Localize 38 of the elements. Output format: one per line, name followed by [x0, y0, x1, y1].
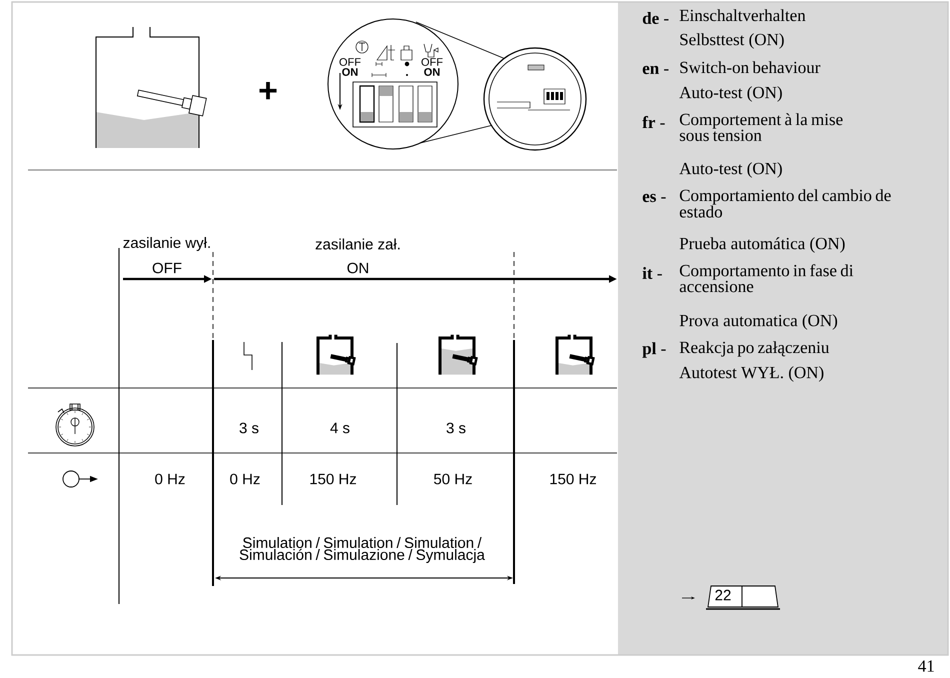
language-code: de -: [642, 12, 668, 24]
language-text: Auto-test (ON): [679, 162, 782, 178]
duration-label: 4 s: [330, 422, 350, 434]
plus-sign: +: [260, 82, 277, 100]
power-state-label: OFF: [152, 262, 182, 274]
language-code: es -: [642, 194, 666, 202]
language-code: en -: [642, 66, 668, 74]
switch-label: ON: [342, 68, 358, 76]
duration-label: 3 s: [446, 422, 466, 434]
language-text: Prueba automática (ON): [680, 237, 845, 253]
language-text: Einschaltverhalten: [680, 9, 806, 22]
language-text: Selbsttest (ON): [680, 33, 784, 49]
language-text: Switch-on behaviour: [680, 61, 820, 74]
power-state-label: ON: [347, 262, 368, 274]
language-text: Prova automatica (ON): [680, 314, 838, 330]
duration-label: 3 s: [240, 422, 258, 434]
language-text: Auto-test (ON): [679, 86, 782, 102]
language-code: fr -: [642, 116, 665, 128]
language-text: Autotest WYŁ. (ON): [679, 366, 824, 382]
language-text: Comportamiento del cambio de estado: [680, 189, 891, 218]
frequency-label: 0 Hz: [230, 474, 260, 484]
frequency-label: 0 Hz: [155, 474, 185, 484]
language-text: Reakcja po załączeniu: [680, 341, 830, 357]
switch-label: OFF: [422, 58, 443, 66]
language-code: it -: [642, 267, 662, 279]
frequency-label: 150 Hz: [310, 474, 356, 484]
frequency-label: 50 Hz: [434, 474, 472, 484]
language-text: Comportement à la mise sous tension: [680, 113, 843, 142]
switch-label: OFF: [340, 58, 361, 66]
simulation-label: Simulation / Simulation / Simulation / Simulación / Simulazione / Symulacja: [240, 537, 485, 563]
page-number: 41: [918, 660, 934, 672]
language-code: pl -: [642, 342, 666, 358]
power-state-label: zasilanie zał.: [316, 238, 400, 250]
switch-label: ON: [424, 68, 440, 76]
frequency-label: 150 Hz: [550, 474, 596, 484]
power-state-label: zasilanie wył.: [123, 237, 210, 251]
page-reference: 22: [715, 590, 731, 600]
language-text: Comportamento in fase di accensione: [680, 264, 854, 292]
